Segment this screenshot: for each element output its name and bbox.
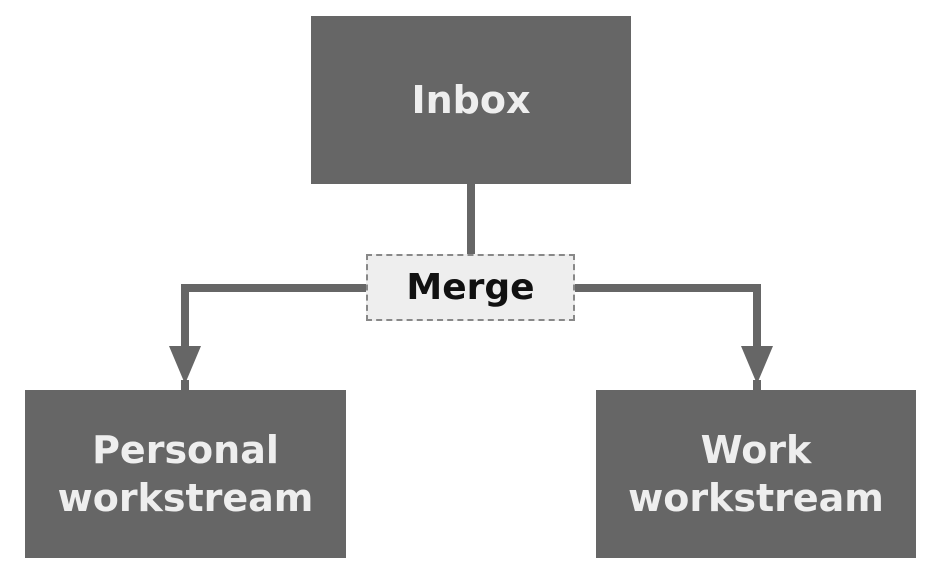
work-node-label-line1: Work <box>700 428 812 472</box>
connector-merge-to-personal <box>181 284 368 352</box>
work-node-label-line2: workstream <box>628 476 884 520</box>
inbox-node-label: Inbox <box>411 78 531 122</box>
connector-merge-to-work <box>573 284 761 352</box>
personal-workstream-node: Personal workstream <box>25 390 346 558</box>
merge-label-text: Merge <box>406 267 535 308</box>
arrowhead-personal <box>169 346 201 384</box>
personal-node-label-line2: workstream <box>57 476 314 520</box>
merge-label: Merge <box>366 254 575 321</box>
personal-node-label-line1: Personal <box>92 428 279 472</box>
inbox-node: Inbox <box>311 16 631 184</box>
work-workstream-node: Work workstream <box>596 390 916 558</box>
arrowhead-work <box>741 346 773 384</box>
